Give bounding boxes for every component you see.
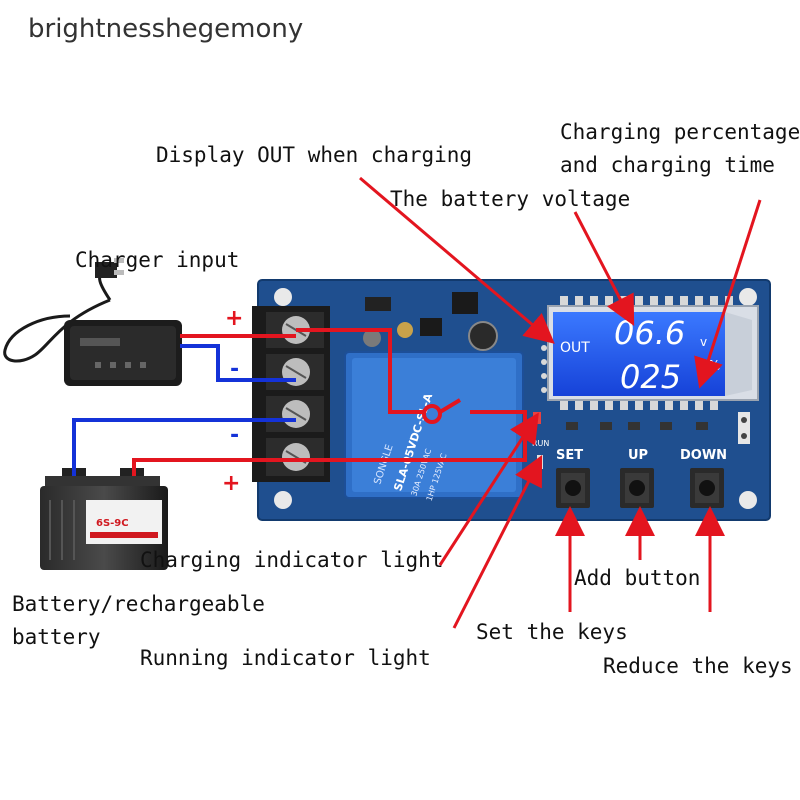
label-running-indicator: Running indicator light — [140, 646, 431, 670]
polarity-marks: + - - + — [222, 306, 243, 496]
lcd-display: OUT 06.6 v 025 % — [547, 305, 759, 401]
label-add-button: Add button — [574, 566, 701, 590]
mount-hole — [274, 491, 292, 509]
down-label: DOWN — [680, 448, 727, 463]
arrow-display-out — [359, 176, 555, 344]
arrow-charging-percentage — [694, 199, 762, 389]
up-label: UP — [628, 448, 648, 463]
label-battery-1: Battery/rechargeable — [12, 592, 265, 616]
label-battery-2: battery — [12, 625, 101, 649]
minus-1: - — [230, 357, 239, 382]
button-down[interactable]: DOWN — [680, 448, 727, 508]
label-display-out: Display OUT when charging — [156, 143, 473, 167]
button-up[interactable]: UP — [620, 448, 654, 508]
lcd-percent: 025 — [620, 358, 681, 396]
label-reduce-keys: Reduce the keys — [603, 654, 793, 678]
edge-pins — [541, 345, 750, 444]
capacitor — [363, 329, 381, 347]
lcd-percent-unit: % — [708, 359, 720, 374]
terminal-block — [252, 306, 330, 482]
battery-label: 6S-9C — [96, 518, 129, 529]
label-battery-voltage: The battery voltage — [390, 187, 631, 211]
arrow-running-indicator — [452, 454, 543, 629]
arrow-charging-indicator — [438, 412, 539, 566]
label-charging-percentage: Charging percentage — [560, 120, 800, 144]
running-led — [537, 455, 543, 469]
ic-chip — [420, 318, 442, 336]
charger — [3, 258, 182, 386]
mount-hole — [739, 491, 757, 509]
wire-battery-positive — [132, 458, 296, 476]
label-charging-time: and charging time — [560, 153, 775, 177]
plug — [95, 262, 117, 278]
callout-arrows — [359, 176, 762, 629]
button-set[interactable]: SET — [556, 448, 590, 508]
label-set-keys: Set the keys — [476, 620, 628, 644]
watermark: brightnesshegemony — [28, 14, 304, 44]
plus-top: + — [225, 306, 243, 331]
wire-battery-negative — [72, 418, 296, 476]
capacitor — [468, 321, 498, 351]
wire-charger-negative — [180, 344, 296, 382]
minus-2: - — [230, 423, 239, 448]
label-charging-indicator: Charging indicator light — [140, 548, 444, 572]
lcd-voltage: 06.6 — [614, 314, 685, 352]
plus-bottom: + — [222, 471, 240, 496]
ic-chip — [452, 292, 478, 314]
battery: 6S-9C — [40, 468, 168, 570]
lcd-out-text: OUT — [560, 340, 590, 356]
label-charger-input: Charger input — [75, 248, 240, 272]
arrow-battery-voltage — [573, 211, 635, 326]
run-label: RUN — [532, 439, 549, 448]
lcd-voltage-unit: v — [700, 335, 707, 349]
mount-hole — [739, 288, 757, 306]
mount-hole — [274, 288, 292, 306]
inductor — [397, 322, 413, 338]
set-label: SET — [556, 448, 583, 463]
diode — [365, 297, 391, 311]
wiring — [72, 334, 296, 476]
